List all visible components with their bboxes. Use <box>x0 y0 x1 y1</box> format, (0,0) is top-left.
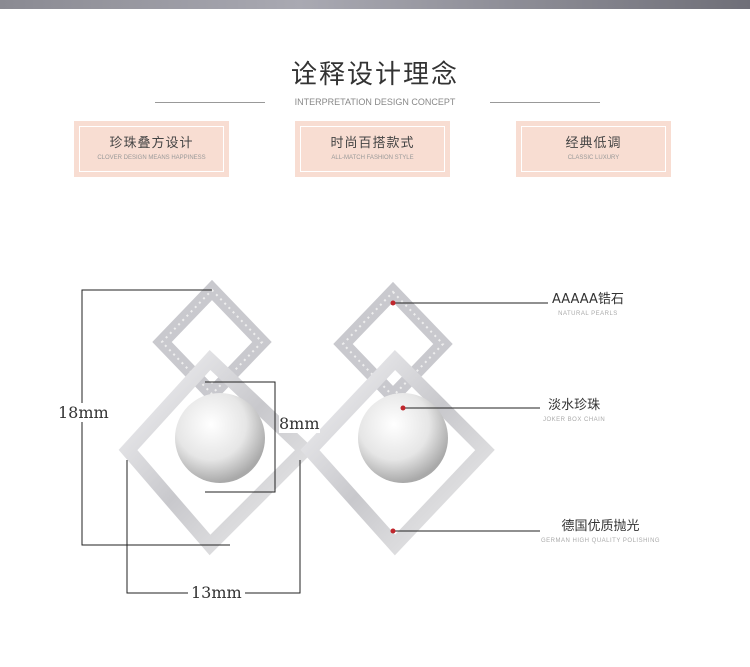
feature-box: 经典低调 CLASSIC LUXURY <box>516 121 671 177</box>
pearl-size-label: 8mm <box>279 414 320 433</box>
callout: 淡水珍珠 Joker box chain <box>543 398 605 424</box>
callout-dots <box>390 300 406 534</box>
feature-subtitle: ALL-MATCH FASHION STYLE <box>331 155 414 161</box>
callout-label: AAAAA锆石 <box>552 292 624 307</box>
earring-left <box>118 279 316 556</box>
feature-title: 时尚百搭款式 <box>330 136 415 151</box>
feature-title: 经典低调 <box>565 136 622 151</box>
section-subtitle: INTERPRETATION DESIGN CONCEPT <box>294 97 456 107</box>
callout-sublabel: Natural pearls <box>558 311 618 317</box>
feature-box: 珍珠叠方设计 CLOVER DESIGN MEANS HAPPINESS <box>74 121 229 177</box>
pearl <box>358 393 448 483</box>
callout-sublabel: Joker box chain <box>543 417 606 423</box>
callout-sublabel: German high quality polishing <box>541 538 661 544</box>
height-label: 18mm <box>58 403 109 422</box>
divider-right <box>490 102 600 103</box>
feature-subtitle: CLOVER DESIGN MEANS HAPPINESS <box>97 155 206 161</box>
top-bar <box>0 0 750 9</box>
callout-label: 德国优质抛光 <box>561 519 640 534</box>
pearl <box>175 393 265 483</box>
callout: AAAAA锆石 Natural pearls <box>552 292 624 318</box>
feature-title: 珍珠叠方设计 <box>109 136 194 151</box>
feature-subtitle: CLASSIC LUXURY <box>567 155 620 161</box>
callout-label: 淡水珍珠 <box>548 398 601 413</box>
width-label: 13mm <box>188 583 245 602</box>
callout: 德国优质抛光 German high quality polishing <box>541 519 660 545</box>
earring-right <box>300 281 495 556</box>
divider-left <box>155 102 265 103</box>
feature-box: 时尚百搭款式 ALL-MATCH FASHION STYLE <box>295 121 450 177</box>
section-title: 诠释设计理念 <box>290 60 459 90</box>
